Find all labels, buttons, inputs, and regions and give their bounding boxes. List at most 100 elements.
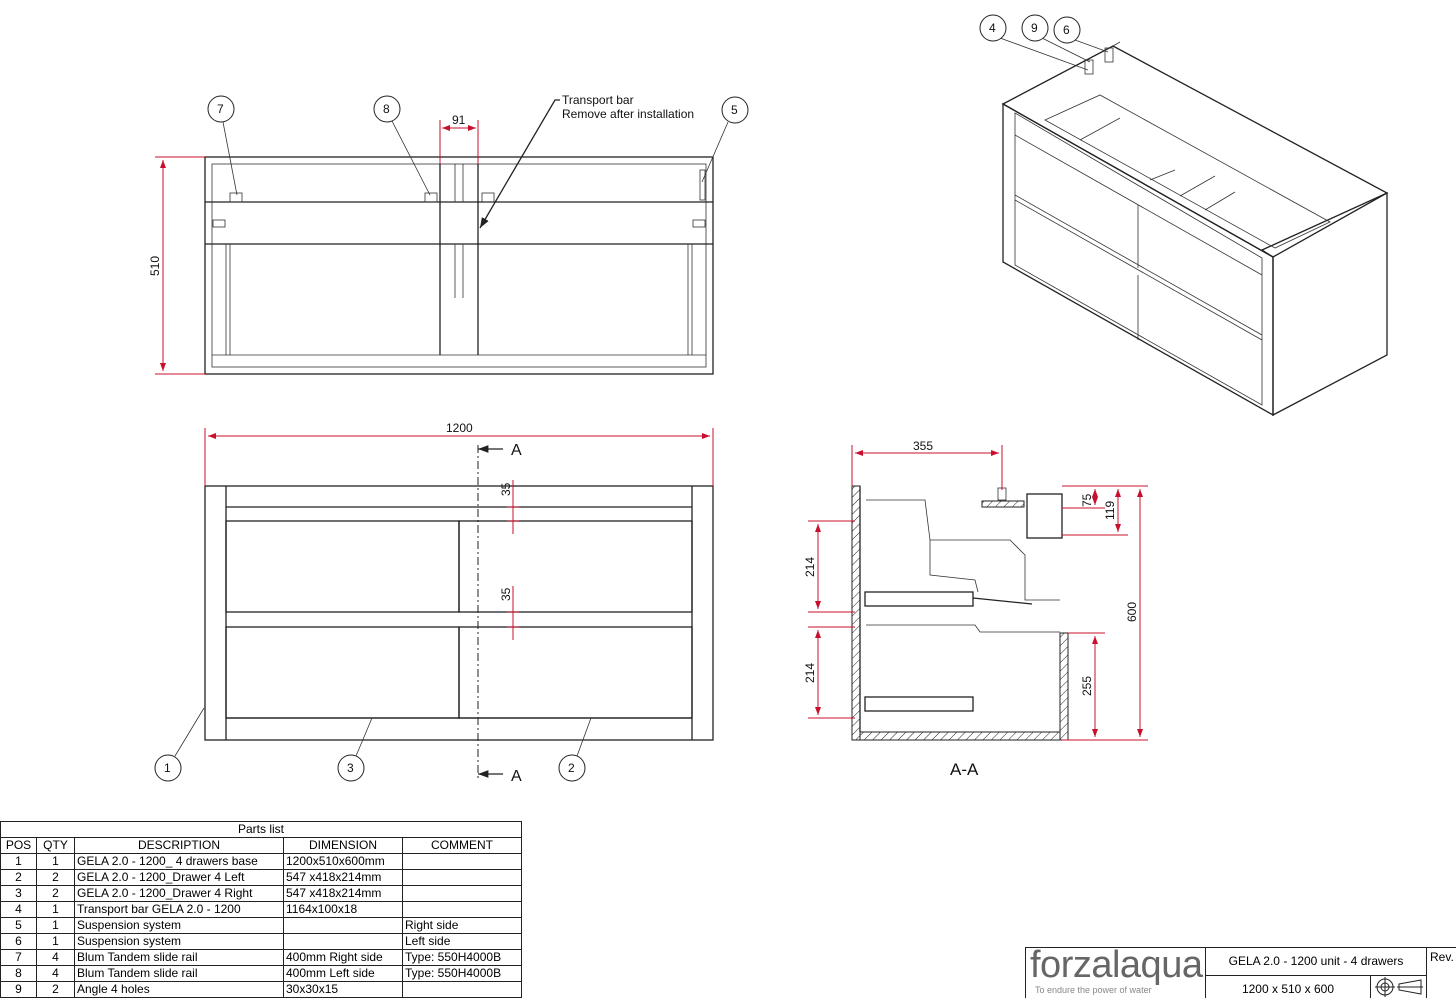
header-pos: POS xyxy=(0,837,37,854)
cell-description: Transport bar GELA 2.0 - 1200 xyxy=(74,901,284,918)
cell-pos: 2 xyxy=(0,869,37,886)
balloon-4: 4 xyxy=(989,21,996,35)
first-angle-projection-icon xyxy=(1371,976,1427,998)
balloon-3: 3 xyxy=(347,761,354,775)
section-marker-bottom: A xyxy=(511,768,522,785)
balloon-6: 6 xyxy=(1063,23,1070,37)
cell-pos: 7 xyxy=(0,949,37,966)
cell-dimension: 30x30x15 xyxy=(283,981,403,998)
cell-qty: 2 xyxy=(36,869,75,886)
cell-qty: 2 xyxy=(36,885,75,902)
balloon-1: 1 xyxy=(164,761,171,775)
cell-description: Blum Tandem slide rail xyxy=(74,965,284,982)
cell-pos: 9 xyxy=(0,981,37,998)
dim-drawer-bottom-214: 214 xyxy=(803,663,817,683)
balloon-5: 5 xyxy=(731,103,738,117)
section-view: 355 214 214 75 119 600 255 A-A xyxy=(803,439,1148,779)
dim-119: 119 xyxy=(1103,501,1117,520)
transport-bar-note-line1: Transport bar xyxy=(562,93,634,107)
balloon-2: 2 xyxy=(568,761,575,775)
header-qty: QTY xyxy=(36,837,75,854)
dim-drawer-top-214: 214 xyxy=(803,557,817,577)
cell-comment: Type: 550H4000B xyxy=(402,949,522,966)
isometric-view: 4 9 6 xyxy=(979,14,1389,417)
cell-description: Suspension system xyxy=(74,917,284,934)
cell-qty: 4 xyxy=(36,965,75,982)
balloon-8: 8 xyxy=(383,102,390,116)
cell-qty: 1 xyxy=(36,917,75,934)
revision-label: Rev. xyxy=(1430,950,1454,964)
top-view: 510 91 Transport bar Remove after instal… xyxy=(148,93,749,375)
cell-dimension xyxy=(283,933,403,950)
cell-comment: Type: 550H4000B xyxy=(402,965,522,982)
cell-dimension: 547 x418x214mm xyxy=(283,885,403,902)
header-comment: COMMENT xyxy=(402,837,522,854)
dim-gap-91: 91 xyxy=(452,113,466,127)
front-view: 1200 A A 35 35 1 3 2 xyxy=(154,421,714,785)
cell-pos: 1 xyxy=(0,853,37,870)
transport-bar-note-line2: Remove after installation xyxy=(562,107,694,121)
cell-dimension xyxy=(283,917,403,934)
parts-list-table: Parts list POS QTY DESCRIPTION DIMENSION… xyxy=(0,821,522,998)
cell-qty: 1 xyxy=(36,901,75,918)
section-label: A-A xyxy=(950,760,979,779)
brand-logo: forzalaqua To endure the power of water xyxy=(1026,944,1206,998)
cell-dimension: 1164x100x18 xyxy=(283,901,403,918)
balloon-9: 9 xyxy=(1031,21,1038,35)
dim-gap-top-35: 35 xyxy=(499,482,513,496)
logo-wordmark: forzalaqua xyxy=(1030,944,1203,986)
title-block: forzalaqua To endure the power of water … xyxy=(1025,944,1456,998)
section-marker-top: A xyxy=(511,442,522,459)
balloon-7: 7 xyxy=(217,102,224,116)
cell-dimension: 1200x510x600mm xyxy=(283,853,403,870)
dim-75: 75 xyxy=(1080,493,1094,507)
cell-dimension: 400mm Left side xyxy=(283,965,403,982)
cell-pos: 4 xyxy=(0,901,37,918)
cell-qty: 4 xyxy=(36,949,75,966)
header-description: DESCRIPTION xyxy=(74,837,284,854)
cell-pos: 6 xyxy=(0,933,37,950)
parts-list-title: Parts list xyxy=(0,821,522,838)
cell-comment: Left side xyxy=(402,933,522,950)
dim-255: 255 xyxy=(1080,676,1094,696)
drawing-title: GELA 2.0 - 1200 unit - 4 drawers xyxy=(1206,948,1427,976)
logo-tagline: To endure the power of water xyxy=(1035,985,1152,995)
cell-description: Angle 4 holes xyxy=(74,981,284,998)
cell-pos: 5 xyxy=(0,917,37,934)
cell-comment: Right side xyxy=(402,917,522,934)
cell-qty: 1 xyxy=(36,853,75,870)
cell-comment xyxy=(402,853,522,870)
dim-gap-mid-35: 35 xyxy=(499,587,513,601)
dim-depth-355: 355 xyxy=(913,439,933,453)
dim-height-510: 510 xyxy=(148,256,162,276)
cell-qty: 1 xyxy=(36,933,75,950)
cell-comment xyxy=(402,901,522,918)
cell-description: GELA 2.0 - 1200_Drawer 4 Left xyxy=(74,869,284,886)
cell-qty: 2 xyxy=(36,981,75,998)
drawing-dimensions: 1200 x 510 x 600 xyxy=(1206,976,1371,998)
cell-description: GELA 2.0 - 1200_ 4 drawers base xyxy=(74,853,284,870)
cell-description: GELA 2.0 - 1200_Drawer 4 Right xyxy=(74,885,284,902)
header-dimension: DIMENSION xyxy=(283,837,403,854)
cell-dimension: 400mm Right side xyxy=(283,949,403,966)
cell-comment xyxy=(402,981,522,998)
parts-list-header: POS QTY DESCRIPTION DIMENSION COMMENT xyxy=(0,837,522,854)
cell-pos: 8 xyxy=(0,965,37,982)
dim-600: 600 xyxy=(1125,602,1139,622)
cell-comment xyxy=(402,885,522,902)
dim-width-1200: 1200 xyxy=(446,421,473,435)
cell-dimension: 547 x418x214mm xyxy=(283,869,403,886)
cell-comment xyxy=(402,869,522,886)
cell-description: Suspension system xyxy=(74,933,284,950)
cell-pos: 3 xyxy=(0,885,37,902)
